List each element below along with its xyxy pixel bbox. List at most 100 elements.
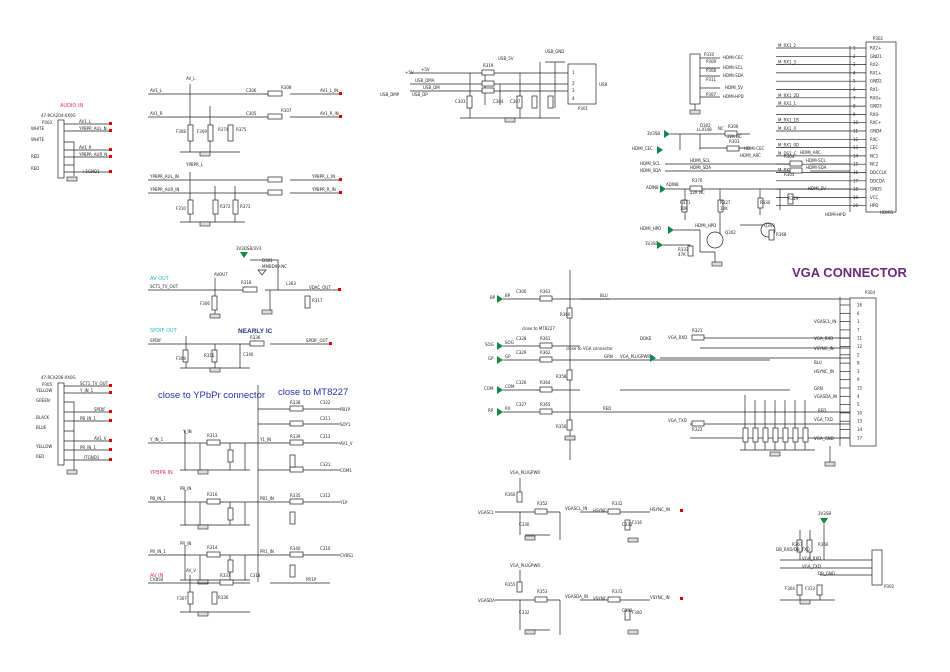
svg-text:R371: R371 (680, 200, 691, 205)
svg-text:R367: R367 (792, 542, 803, 547)
svg-text:DB_RXD/DB_TXD: DB_RXD/DB_TXD (776, 547, 810, 552)
hdmi-pin-label: RX2- (870, 62, 880, 67)
section-spdif-out: SPDIF OUT (150, 328, 178, 334)
svg-text:R358: R358 (556, 374, 567, 379)
net-blu: BLU (600, 293, 608, 298)
vga-pin-number: 15 (857, 386, 863, 391)
p305-pin-yellow-2: YELLOW (35, 444, 52, 449)
net-vga-rp: RP (488, 408, 494, 413)
svg-text:HDMI-CEC: HDMI-CEC (744, 146, 764, 151)
svg-text:C333: C333 (622, 608, 633, 613)
net-vga-rxd: VGA_RXD (814, 336, 833, 341)
svg-text:VSYNC_IN: VSYNC_IN (650, 595, 670, 600)
svg-text:C305: C305 (246, 111, 257, 116)
svg-text:10K: 10K (720, 206, 728, 211)
svg-text:VGASDA: VGASDA (478, 598, 495, 603)
p302-connector (871, 549, 883, 586)
section-av-out: AV OUT (150, 276, 170, 282)
hdmi-pin-label: GND4 (870, 129, 882, 134)
vga-pin-number: 14 (857, 427, 863, 432)
p303-connector (57, 119, 65, 179)
title-vga-connector: VGA CONNECTOR (792, 265, 907, 280)
p303-pin-white-1: WHITE (31, 126, 45, 131)
svg-text:22K NC: 22K NC (690, 190, 705, 195)
vga-connector (849, 297, 877, 447)
svg-text:PR1_IN: PR1_IN (260, 549, 274, 554)
svg-text:R360: R360 (505, 492, 516, 497)
svg-text:Q302: Q302 (725, 230, 736, 235)
net-ypbpr-aul-conn: YPBPR_AUL_N (78, 126, 107, 131)
svg-text:D302: D302 (700, 123, 711, 128)
net-plus5v: +5V (421, 67, 430, 72)
net-vga-gp: GP (488, 356, 494, 361)
net-vgasda-in-sub: VGASDA_IN (565, 594, 588, 599)
svg-text:VGASCL: VGASCL (478, 510, 495, 515)
svg-text:+5V: +5V (405, 70, 414, 75)
net-av1-l-in: AV1_L_IN (320, 88, 338, 93)
net-spdif: SPDIF (150, 338, 162, 343)
svg-text:R338: R338 (290, 400, 301, 405)
net-av1-r: AV1_R (150, 111, 163, 116)
svg-text:C329: C329 (516, 350, 527, 355)
svg-text:VGA_TXD: VGA_TXD (802, 564, 821, 569)
net-com1: COM1 (340, 468, 352, 473)
svg-text:R335: R335 (290, 493, 301, 498)
net-sct1-tv-out: SCT1_TV_OUT (150, 284, 179, 289)
svg-text:47K: 47K (678, 252, 686, 257)
hdmi-rx-net: M_RX1_2D (778, 93, 799, 98)
svg-text:R353: R353 (537, 589, 548, 594)
vga-block: VGA CONNECTOR P304 166171112283915451013… (484, 265, 907, 467)
svg-text:R303: R303 (729, 139, 740, 144)
svg-text:L303: L303 (286, 281, 296, 286)
svg-text:R330: R330 (760, 200, 771, 205)
hdmi-pin-label: VCC (870, 195, 879, 200)
svg-text:GP: GP (505, 354, 511, 359)
net-vdac-out: VDAC_OUT (309, 285, 331, 290)
hdmi-pin-label: RX1- (870, 87, 880, 92)
vga-pin-number: 17 (857, 435, 863, 440)
net-cvbs0: PB1P (340, 407, 351, 412)
svg-text:R360: R360 (560, 312, 571, 317)
svg-text:RED: RED (603, 406, 611, 411)
svg-text:C326: C326 (516, 380, 527, 385)
net-sct1-tv-out-conn: SCT1_TV_OUT (80, 381, 109, 386)
svg-text:VGA_PLUGPWR: VGA_PLUGPWR (510, 470, 540, 475)
hdmi-rx-net: M_RX1_1 (778, 101, 797, 106)
label-nearly-ic: NEARLY IC (238, 328, 273, 335)
vga-pin-number: 9 (857, 377, 860, 382)
svg-text:R308: R308 (281, 85, 292, 90)
ypbpr-audio-filter: YPBPR_L YPBPR_AUL_IN YPBPR_AUR_IN YPBPR_… (148, 162, 342, 227)
net-ypbpr-aur-in: YPBPR_AUR_IN (149, 187, 179, 192)
net-pb-in-1: PB_IN_1 (150, 496, 166, 501)
title-close-ypbpr: close to YPbPr connector (158, 390, 265, 401)
svg-text:R374: R374 (218, 127, 229, 132)
vga-pin-number: 2 (857, 352, 860, 357)
hdmi-pin-label: CEC (870, 145, 878, 150)
svg-text:F306: F306 (200, 301, 210, 306)
hdmi-rx-net: M_RX1_0D (778, 143, 799, 148)
p305-part: 47-RCA206-XX0G (41, 375, 76, 380)
net-vga-com: COM (484, 386, 494, 391)
net-ypbpr-aul-in: YPBPR_AUL_IN (149, 174, 179, 179)
hdmi-ref: P302 (873, 36, 884, 41)
hdmi-pin-label: HPD (870, 203, 879, 208)
svg-text:R375: R375 (236, 127, 247, 132)
label-close-to-mt8227: close to MT8227 (522, 326, 555, 331)
av-out-block: AV OUT SCT1_TV_OUT R318 AVOUT F306 VDAC_… (148, 246, 341, 319)
svg-text:F308: F308 (176, 129, 186, 134)
svg-text:P309: P309 (706, 59, 717, 64)
net-usb-dmp: USB_DMP (380, 92, 400, 97)
net-usb-dm: USB_DM (423, 85, 440, 90)
hdmi-rx-net: M_RX1_0 (778, 126, 797, 131)
net-av1-l-conn: AV1_L (79, 119, 92, 124)
hdmi-pin-label: GND5 (870, 187, 882, 192)
spdif-out-block: SPDIF OUT NEARLY IC SPDIF R336 SPDIF_OUT… (148, 328, 332, 373)
svg-text:1: 1 (572, 70, 575, 75)
net-usb-dp: USB_DP (412, 92, 428, 97)
net-hdmi-cec: HDMI_CEC (632, 146, 653, 151)
p305-ref: P305 (42, 382, 53, 387)
svg-text:PR_IN: PR_IN (180, 541, 191, 546)
svg-text:HDMI_ARC: HDMI_ARC (800, 150, 821, 155)
svg-text:R368: R368 (776, 232, 787, 237)
